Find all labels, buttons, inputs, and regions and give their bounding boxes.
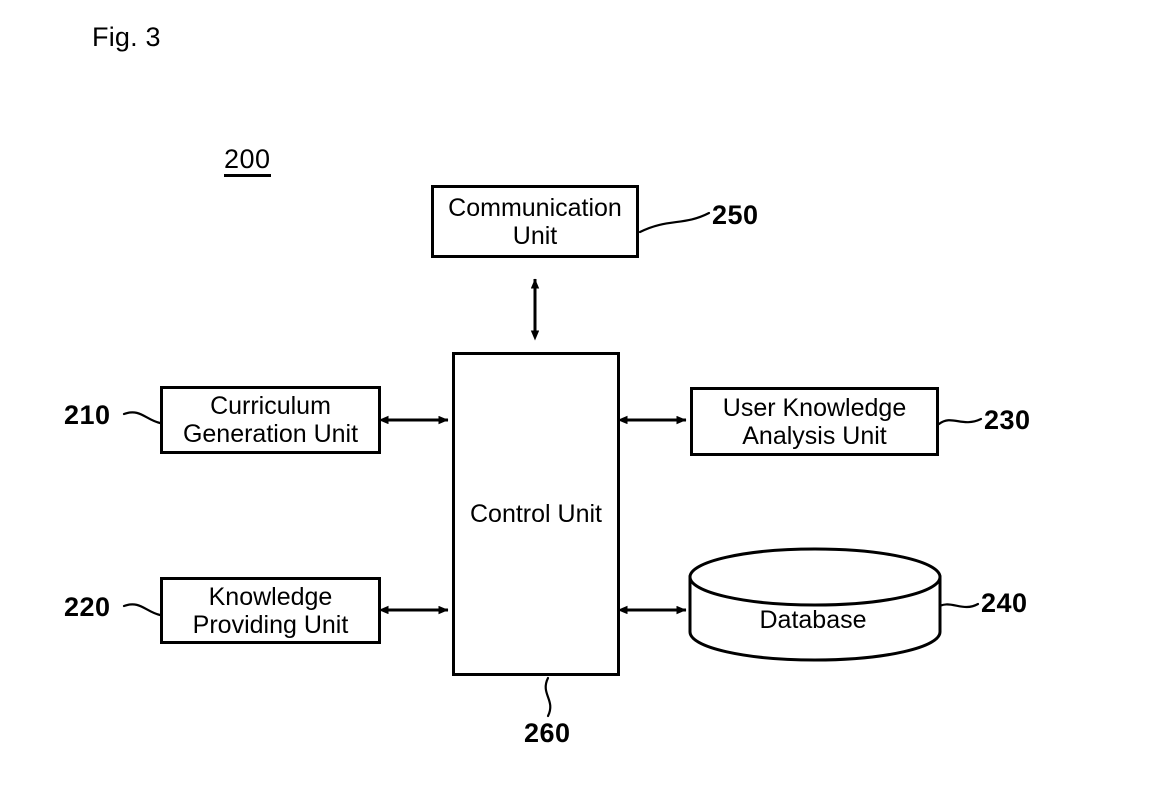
- block-communication-unit[interactable]: Communication Unit: [431, 185, 639, 258]
- block-label-curriculum-generation-unit: Curriculum Generation Unit: [182, 392, 359, 448]
- reference-numeral-250: 250: [712, 200, 759, 230]
- block-label-communication-unit: Communication Unit: [448, 193, 622, 250]
- block-label-database: Database: [759, 606, 867, 634]
- block-knowledge-providing-unit[interactable]: Knowledge Providing Unit: [160, 577, 381, 644]
- reference-numeral-260: 260: [524, 718, 571, 748]
- leader-line-240: [934, 602, 980, 610]
- leader-line-260: [544, 676, 552, 718]
- block-curriculum-generation-unit[interactable]: Curriculum Generation Unit: [160, 386, 381, 454]
- leader-line-210: [122, 411, 162, 425]
- leader-line-220: [122, 603, 162, 617]
- block-database[interactable]: Database: [688, 560, 938, 664]
- figure-caption: Fig. 3: [92, 22, 161, 52]
- block-user-knowledge-analysis-unit[interactable]: User Knowledge Analysis Unit: [690, 387, 939, 456]
- block-label-knowledge-providing-unit: Knowledge Providing Unit: [192, 582, 349, 639]
- reference-numeral-230: 230: [984, 405, 1031, 435]
- reference-numeral-240: 240: [981, 588, 1028, 618]
- reference-numeral-210: 210: [64, 400, 111, 430]
- block-label-user-knowledge-analysis-unit: User Knowledge Analysis Unit: [722, 393, 907, 450]
- database-cylinder-shape: [688, 547, 942, 662]
- leader-line-230: [937, 417, 983, 426]
- reference-numeral-220: 220: [64, 592, 111, 622]
- block-control-unit[interactable]: Control Unit: [452, 352, 620, 676]
- block-label-control-unit: Control Unit: [470, 500, 602, 528]
- leader-line-250: [638, 211, 711, 234]
- reference-numeral-200: 200: [224, 146, 271, 177]
